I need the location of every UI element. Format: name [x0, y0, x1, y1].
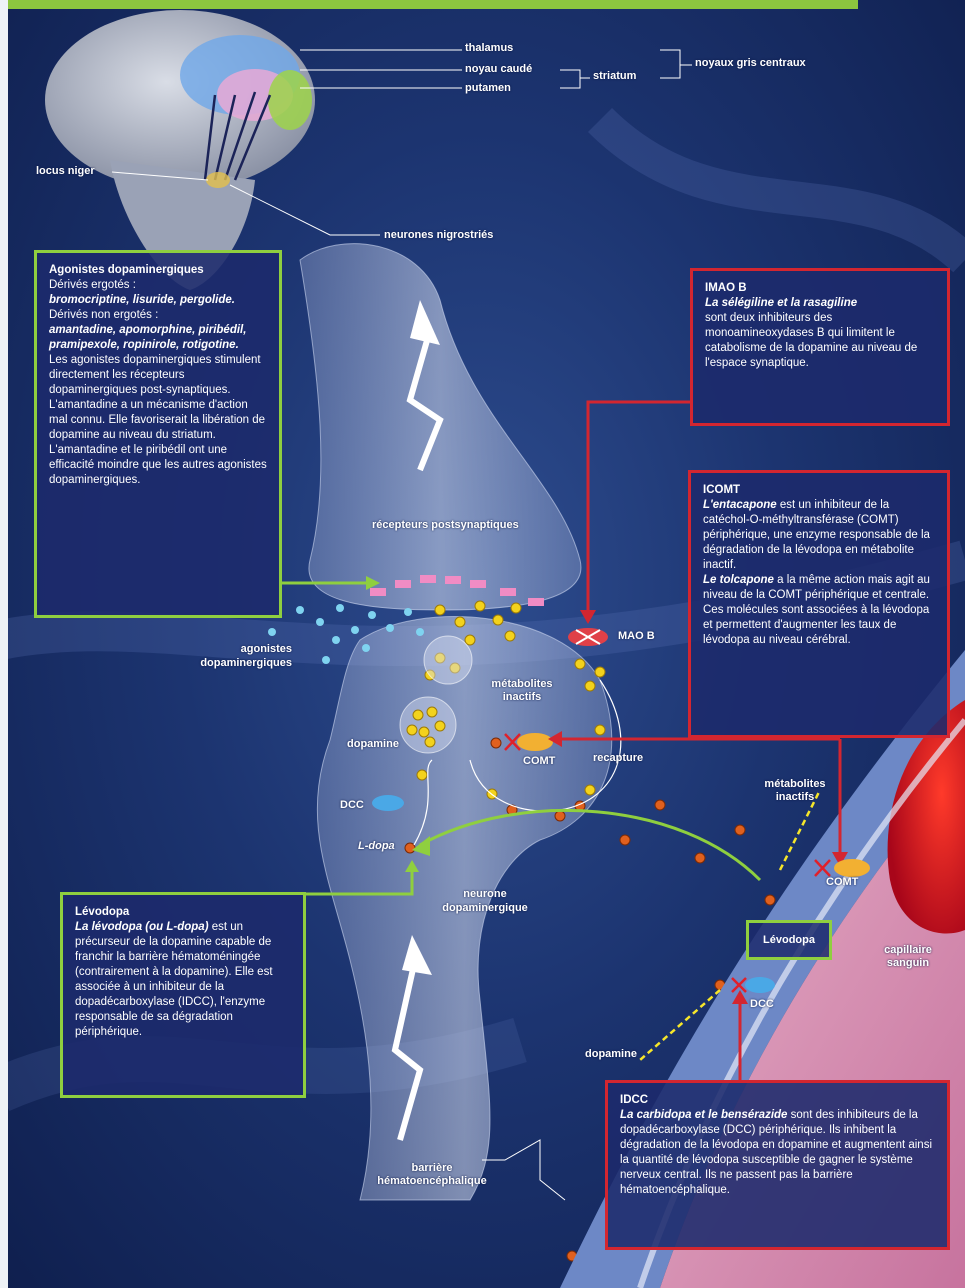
- icomt-l5: Ces molécules sont associées à la lévodo…: [703, 603, 935, 648]
- levodopa-info-box: Lévodopa La lévodopa (ou L-dopa) est un …: [60, 892, 306, 1098]
- agonistes-l4: amantadine, apomorphine, piribédil, pram…: [49, 323, 267, 353]
- label-striatum: striatum: [593, 70, 636, 82]
- imao-title: IMAO B: [705, 281, 935, 296]
- agonistes-l1: Dérivés ergotés :: [49, 278, 267, 293]
- label-dopamine: dopamine: [347, 738, 399, 750]
- top-accent-bar: [0, 0, 858, 9]
- idcc-info-box: IDCC La carbidopa et le bensérazide sont…: [605, 1080, 950, 1250]
- imao-l1: La sélégiline et la rasagiline: [705, 297, 857, 309]
- label-capillaire: capillaire sanguin: [868, 944, 948, 970]
- label-capillaire-2: sanguin: [887, 957, 929, 969]
- label-metabolites: métabolites inactifs: [482, 678, 562, 704]
- vesicle: [424, 636, 472, 684]
- brain-illustration: [45, 10, 315, 290]
- idcc-l1: La carbidopa et le bensérazide: [620, 1109, 787, 1121]
- background-strand: [600, 120, 965, 260]
- label-dcc-peripheral: DCC: [750, 998, 774, 1010]
- label-agonistes-2: dopaminergiques: [200, 657, 292, 669]
- label-capillaire-1: capillaire: [884, 944, 932, 956]
- icomt-l3: Le tolcapone: [703, 574, 774, 586]
- label-noyau-caude: noyau caudé: [465, 63, 532, 75]
- levodopa-tag: Lévodopa: [746, 920, 832, 960]
- label-comt-peripheral: COMT: [826, 876, 858, 888]
- agonistes-info-box: Agonistes dopaminergiques Dérivés ergoté…: [34, 250, 282, 618]
- icomt-title: ICOMT: [703, 483, 935, 498]
- label-metabolites2-1: métabolites: [764, 778, 825, 790]
- icomt-l1: L'entacapone: [703, 499, 777, 511]
- label-dcc: DCC: [340, 799, 364, 811]
- imao-info-box: IMAO B La sélégiline et la rasagiline so…: [690, 268, 950, 426]
- label-noyaux-gris: noyaux gris centraux: [695, 57, 806, 69]
- agonistes-l2: bromocriptine, lisuride, pergolide.: [49, 293, 267, 308]
- agonistes-title: Agonistes dopaminergiques: [49, 263, 267, 278]
- levodopa-l1: La lévodopa (ou L-dopa): [75, 921, 209, 933]
- label-metabolites-2: inactifs: [503, 691, 542, 703]
- label-metabolites2-2: inactifs: [776, 791, 815, 803]
- agonistes-l3: Dérivés non ergotés :: [49, 308, 267, 323]
- label-neurone-1: neurone: [463, 888, 506, 900]
- dcc-enzyme-icon: [372, 795, 404, 811]
- label-ldopa: L-dopa: [358, 840, 395, 852]
- label-metabolites-1: métabolites: [491, 678, 552, 690]
- levodopa-title: Lévodopa: [75, 905, 291, 920]
- label-barriere-1: barrière: [412, 1162, 453, 1174]
- label-locus-niger: locus niger: [36, 165, 95, 177]
- imao-l2: sont deux inhibiteurs des monoamineoxyda…: [705, 311, 935, 371]
- label-recapture: recapture: [593, 752, 643, 764]
- agonistes-l5: Les agonistes dopaminergiques stimulent …: [49, 353, 267, 398]
- agonistes-l6: L'amantadine a un mécanisme d'action mal…: [49, 398, 267, 443]
- label-metabolites-peripheral: métabolites inactifs: [755, 778, 835, 804]
- label-agonistes: agonistes dopaminergiques: [192, 642, 292, 670]
- left-margin-strip: [0, 0, 8, 1288]
- imao-pointer-arrow: [588, 402, 690, 612]
- label-putamen: putamen: [465, 82, 511, 94]
- label-thalamus: thalamus: [465, 42, 513, 54]
- label-dopamine-peripheral: dopamine: [585, 1048, 637, 1060]
- label-recepteurs: récepteurs postsynaptiques: [372, 519, 519, 531]
- idcc-l2: sont des inhibiteurs de la dopadécarboxy…: [620, 1109, 932, 1196]
- label-comt: COMT: [523, 755, 555, 767]
- label-barriere: barrière hématoencéphalique: [362, 1162, 502, 1188]
- label-barriere-2: hématoencéphalique: [377, 1175, 486, 1187]
- agonistes-l7: L'amantadine et le piribédil ont une eff…: [49, 443, 267, 488]
- icomt-info-box: ICOMT L'entacapone est un inhibiteur de …: [688, 470, 950, 738]
- levodopa-l2: est un précurseur de la dopamine capable…: [75, 921, 273, 1038]
- label-neurones-nigrostries: neurones nigrostriés: [384, 229, 493, 241]
- idcc-title: IDCC: [620, 1093, 935, 1108]
- mao-b-enzyme-icon: [568, 628, 608, 646]
- label-neurone-dopaminergique: neurone dopaminergique: [430, 887, 540, 915]
- label-agonistes-1: agonistes: [241, 643, 292, 655]
- label-neurone-2: dopaminergique: [442, 902, 528, 914]
- label-mao-b: MAO B: [618, 630, 655, 642]
